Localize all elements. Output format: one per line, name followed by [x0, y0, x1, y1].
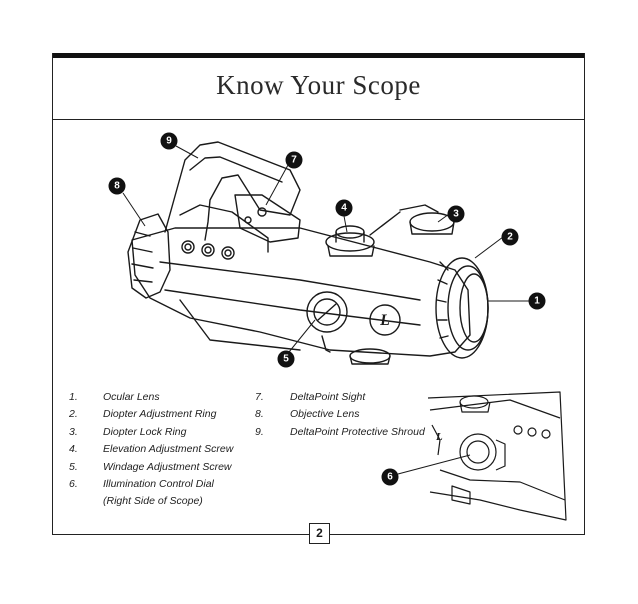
legend-row: 3.Diopter Lock Ring — [69, 425, 187, 438]
parts-legend-left: 1.Ocular Lens 2.Diopter Adjustment Ring … — [69, 389, 233, 511]
callout-3: 3 — [447, 205, 465, 223]
svg-text:3: 3 — [453, 209, 459, 220]
inset-logo-letter: L — [435, 431, 443, 443]
legend-row: 4.Elevation Adjustment Screw — [69, 443, 234, 456]
objective-lens — [459, 273, 489, 343]
legend-row: 9.DeltaPoint Protective Shroud — [255, 425, 425, 438]
legend-row: (Right Side of Scope) — [103, 495, 203, 508]
leupold-logo — [369, 304, 401, 336]
svg-text:7: 7 — [291, 155, 297, 166]
legend-row: 7.DeltaPoint Sight — [255, 391, 366, 403]
deltapoint-sight — [234, 194, 301, 243]
illumination-dial — [459, 433, 497, 471]
legend-row: 2.Diopter Adjustment Ring — [69, 408, 217, 421]
svg-text:5: 5 — [283, 354, 289, 365]
callout-4: 4 — [335, 199, 353, 217]
svg-text:4: 4 — [341, 203, 347, 214]
svg-text:1: 1 — [534, 296, 540, 307]
svg-text:2: 2 — [507, 232, 513, 243]
callout-1: 1 — [528, 292, 546, 310]
legend-row: 6.Illumination Control Dial — [69, 478, 214, 491]
svg-text:9: 9 — [166, 136, 172, 147]
callout-9: 9 — [160, 132, 178, 150]
windage-turret — [306, 291, 348, 333]
callout-2: 2 — [501, 228, 519, 246]
parts-legend-right: 7.DeltaPoint Sight 8.Objective Lens 9.De… — [255, 389, 425, 441]
legend-row: 1.Ocular Lens — [69, 391, 160, 403]
objective-ring-outer — [435, 257, 489, 359]
svg-text:8: 8 — [114, 181, 120, 192]
callout-5: 5 — [277, 350, 295, 368]
page-number: 2 — [309, 523, 330, 544]
legend-row: 5.Windage Adjustment Screw — [69, 460, 232, 473]
deltapoint-shroud — [164, 141, 301, 241]
logo-letter: L — [379, 312, 390, 329]
svg-text:6: 6 — [387, 472, 393, 483]
callout-6: 6 — [381, 468, 399, 486]
callout-7: 7 — [285, 151, 303, 169]
ocular-eyecup — [127, 213, 171, 299]
legend-row: 8.Objective Lens — [255, 408, 360, 421]
page-title: Know Your Scope — [216, 70, 421, 100]
title-divider — [52, 119, 585, 120]
top-rule-bar — [52, 53, 585, 58]
callout-8: 8 — [108, 177, 126, 195]
scope-body — [131, 227, 471, 357]
